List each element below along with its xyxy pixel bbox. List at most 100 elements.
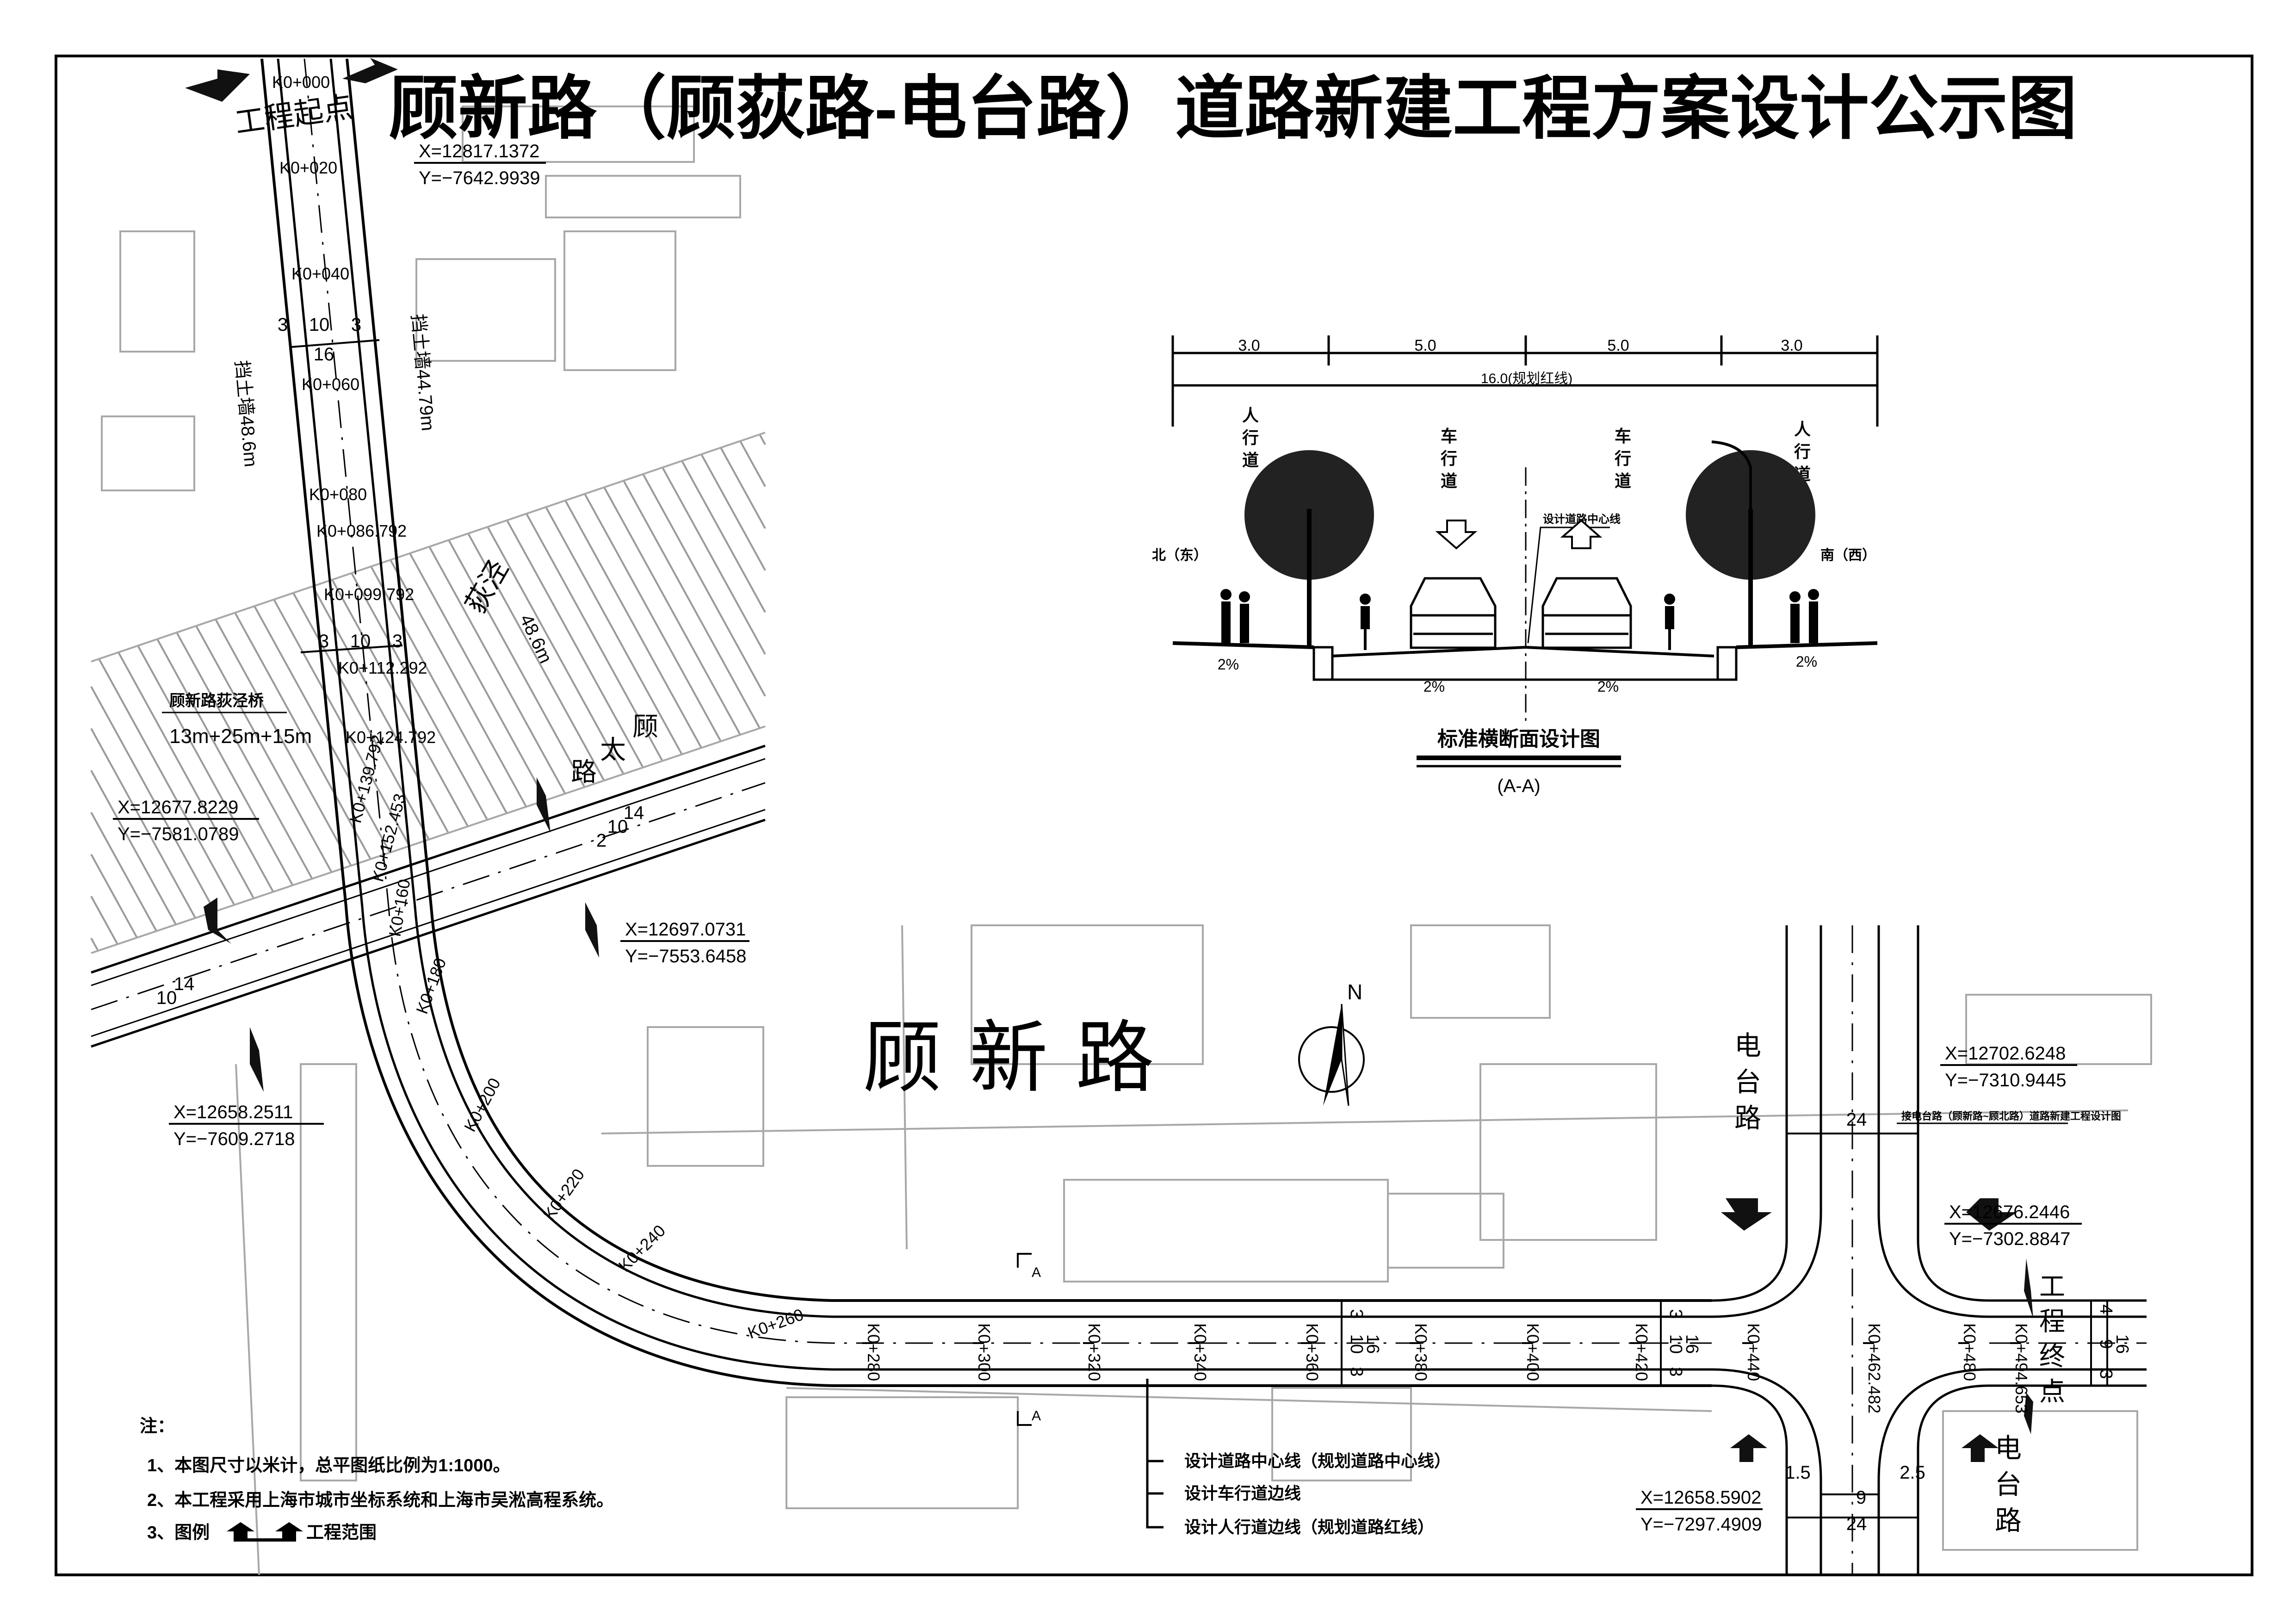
width-dimension: 3 bbox=[2096, 1369, 2116, 1379]
width-dimension: 9 bbox=[2096, 1339, 2116, 1349]
boundary-arrow-icon bbox=[204, 898, 231, 944]
carriageway-edge-east bbox=[329, 58, 1712, 1318]
boundary-arrow-icon bbox=[185, 69, 250, 102]
section-marker-bottom: A bbox=[1032, 1408, 1041, 1424]
north-label: N bbox=[1347, 980, 1362, 1004]
boundary-arrow-icon bbox=[1730, 1434, 1767, 1462]
label-carriageway-north: 车行道 bbox=[1441, 427, 1457, 490]
station-label: K0+099.792 bbox=[324, 585, 414, 604]
cross-road-diantai-lower: 电台路 bbox=[1995, 1433, 2022, 1536]
pedestrian-icon bbox=[1789, 589, 1819, 643]
cyclist-icon bbox=[1360, 594, 1371, 650]
hatch-line bbox=[118, 651, 255, 899]
hatch-line bbox=[273, 599, 410, 847]
street-lamp-icon bbox=[1711, 440, 1752, 643]
station-label: K0+280 bbox=[864, 1323, 883, 1381]
coordinate-x: X=12677.8229 bbox=[118, 797, 238, 818]
width-dimension: 16 bbox=[1363, 1334, 1382, 1354]
river-bank-lower bbox=[91, 725, 766, 954]
hatch-line bbox=[700, 453, 766, 571]
coordinate-y: Y=−7553.6458 bbox=[625, 946, 746, 966]
dim-carriageway-south: 5.0 bbox=[1607, 337, 1629, 354]
hatch-line bbox=[759, 434, 766, 445]
river-bank-upper bbox=[91, 432, 766, 663]
base-map bbox=[101, 105, 2152, 1575]
hatch-line bbox=[351, 572, 489, 820]
bridge-spans: 13m+25m+15m bbox=[169, 725, 312, 748]
width-dimension: 2 bbox=[596, 830, 606, 851]
width-dimension: 3 bbox=[351, 315, 361, 335]
width-dimension: 3 bbox=[1666, 1309, 1685, 1319]
label-north-east: 北（东） bbox=[1152, 547, 1207, 563]
sheet-border bbox=[55, 55, 2253, 1576]
station-label: K0+040 bbox=[291, 264, 349, 283]
coordinate-x: X=12702.6248 bbox=[1945, 1043, 2066, 1064]
notes: 注： 1、本图尺寸以米计，总平图纸比例为1:1000。 2、本工程采用上海市城市… bbox=[140, 1417, 614, 1542]
station-label: K0+400 bbox=[1523, 1323, 1542, 1381]
project-start-label: 工程起点 bbox=[233, 90, 355, 140]
hatch-line bbox=[234, 612, 371, 860]
down-arrow-icon bbox=[1435, 520, 1478, 550]
width-dimension: 3 bbox=[319, 631, 329, 651]
carriageway-edge-west bbox=[277, 58, 1712, 1371]
coordinate-y: Y=−7581.0789 bbox=[118, 824, 239, 844]
hatch-line bbox=[90, 854, 138, 938]
width-dimension: 2.5 bbox=[1900, 1462, 1925, 1483]
hatch-line bbox=[545, 507, 683, 755]
hatch-line bbox=[428, 546, 566, 794]
width-dimension: 3 bbox=[392, 631, 402, 651]
coordinate-labels: X=12817.1372Y=−7642.9939X=12677.8229Y=−7… bbox=[113, 141, 2082, 1535]
width-dimension: 10 bbox=[607, 817, 628, 837]
width-dimension: 10 bbox=[1347, 1334, 1366, 1354]
cross-section: 3.0 5.0 5.0 3.0 16.0(规划红线) 人行道 车行道 车行道 人… bbox=[1152, 335, 1879, 796]
hatch-line bbox=[176, 632, 313, 880]
hatch-line bbox=[720, 447, 766, 529]
hatch-line bbox=[526, 513, 663, 762]
coordinate-x: X=12697.0731 bbox=[625, 919, 746, 940]
label-carriageway-south: 车行道 bbox=[1615, 427, 1631, 490]
slope-sidewalk-north: 2% bbox=[1218, 656, 1239, 673]
width-dimension: 3 bbox=[1666, 1367, 1685, 1376]
cross-road-diantai bbox=[1711, 925, 2147, 1575]
station-label: K0+494.653 bbox=[2012, 1323, 2031, 1413]
width-dimension: 10 bbox=[309, 315, 330, 335]
legend-carriageway-edge: 设计车行道边线 bbox=[1184, 1484, 1301, 1503]
cross-road-diantai-upper: 电台路 bbox=[1734, 1031, 1761, 1134]
boundary-arrow-icon bbox=[585, 902, 599, 958]
hatch-line bbox=[254, 606, 391, 853]
hatch-line bbox=[584, 493, 722, 742]
station-label: K0+152.453 bbox=[368, 792, 409, 884]
coordinate-x: X=12658.2511 bbox=[173, 1102, 293, 1122]
hatch-line bbox=[448, 539, 586, 788]
slope-carriageway-north: 2% bbox=[1423, 678, 1445, 695]
boundary-arrow-icon bbox=[1721, 1198, 1772, 1231]
width-dimension: 10 bbox=[156, 988, 177, 1008]
hatch-line bbox=[506, 520, 644, 768]
road-name-gushin: 顾新路 bbox=[863, 1014, 1182, 1102]
width-dimension: 16 bbox=[1682, 1334, 1702, 1354]
slope-sidewalk-south: 2% bbox=[1796, 653, 1817, 670]
hatch-line bbox=[564, 500, 702, 749]
hatch-line bbox=[195, 625, 333, 873]
width-dimension: 16 bbox=[314, 344, 334, 365]
hatch-line bbox=[603, 487, 741, 736]
coordinate-y: Y=−7297.4909 bbox=[1640, 1514, 1762, 1535]
boundary-arrow-icon bbox=[250, 1027, 264, 1092]
up-arrow-icon bbox=[1560, 519, 1603, 549]
station-label: K0+080 bbox=[309, 485, 367, 504]
plan-labels: 顾新路 N 工程起点 工程终点 顾太路 电台路 电台路 荻泾 48.6m 顾新路… bbox=[113, 73, 2132, 1536]
tree-icon bbox=[1244, 450, 1374, 645]
width-dimension: 14 bbox=[624, 803, 644, 823]
main-road-gushin bbox=[260, 58, 1712, 1387]
station-label: K0+480 bbox=[1960, 1323, 1979, 1381]
road-centerline bbox=[303, 58, 1712, 1344]
note-3-symbol-label: 工程范围 bbox=[306, 1523, 377, 1542]
width-dimension: 9 bbox=[1856, 1487, 1866, 1508]
dim-sidewalk-south: 3.0 bbox=[1781, 337, 1802, 354]
station-label: K0+060 bbox=[302, 375, 359, 394]
line-legend: 设计道路中心线（规划道路中心线） 设计车行道边线 设计人行道边线（规划道路红线） bbox=[1146, 1379, 1451, 1536]
hatch-line bbox=[90, 686, 216, 912]
red-line-west bbox=[260, 58, 1712, 1387]
drawing-title: 顾新路（顾荻路-电台路）道路新建工程方案设计公示图 bbox=[389, 69, 2077, 147]
